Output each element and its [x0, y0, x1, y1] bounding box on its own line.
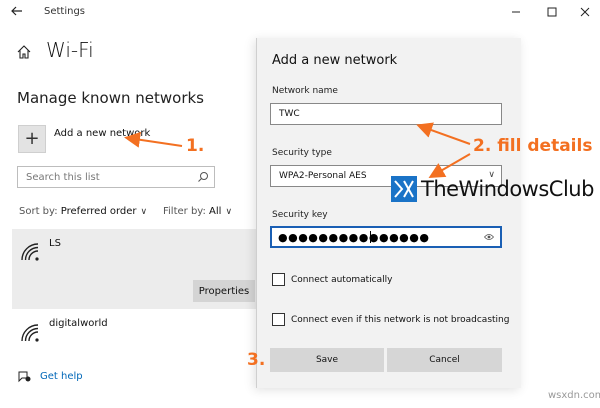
- annotation-step1: 1.: [186, 136, 205, 156]
- properties-button[interactable]: Properties: [193, 280, 255, 302]
- watermark-site: wsxdn.com: [548, 390, 600, 401]
- network-name-value: TWC: [279, 109, 300, 119]
- wifi-icon: [21, 243, 39, 261]
- network-name[interactable]: digitalworld: [49, 318, 108, 329]
- watermark-brand: TheWindowsClub: [421, 177, 594, 201]
- network-name-label: Network name: [272, 86, 338, 96]
- get-help-link[interactable]: Get help: [40, 371, 83, 382]
- network-name: LS: [49, 238, 61, 249]
- home-icon[interactable]: [16, 44, 32, 60]
- security-type-value: WPA2-Personal AES: [279, 171, 367, 181]
- add-network-dialog: [256, 38, 521, 388]
- security-key-label: Security key: [272, 210, 328, 220]
- maximize-icon[interactable]: [545, 5, 559, 19]
- wifi-icon: [21, 324, 39, 342]
- title-bar: [0, 0, 600, 24]
- thewindowsclub-logo-icon: [391, 176, 417, 202]
- connect-not-broadcasting-checkbox[interactable]: [272, 313, 285, 326]
- back-arrow-icon[interactable]: [10, 4, 24, 18]
- connect-not-broadcasting-label: Connect even if this network is not broa…: [291, 315, 510, 325]
- chevron-down-icon: ∨: [225, 207, 233, 217]
- security-key-value: ●●●●●●●●●●●●●●●: [278, 231, 430, 244]
- close-icon[interactable]: [578, 5, 592, 19]
- annotation-step3: 3.: [247, 350, 266, 370]
- save-button[interactable]: Save: [270, 348, 384, 372]
- filter-label: Filter by:: [163, 206, 206, 217]
- page-title: Wi-Fi: [46, 38, 94, 62]
- sort-label: Sort by:: [19, 206, 58, 217]
- search-placeholder: Search this list: [26, 172, 100, 183]
- chevron-down-icon: ∨: [488, 170, 495, 180]
- security-key-field[interactable]: ●●●●●●●●●●●●●●●: [270, 226, 502, 248]
- section-title: Manage known networks: [17, 89, 204, 107]
- search-icon: [198, 172, 208, 182]
- help-chat-icon: [18, 371, 31, 383]
- cancel-button[interactable]: Cancel: [387, 348, 502, 372]
- reveal-password-icon[interactable]: [484, 233, 494, 241]
- filter-value: All: [209, 206, 222, 217]
- sort-dropdown[interactable]: Sort by: Preferred order∨: [19, 206, 147, 217]
- network-name-field[interactable]: TWC: [270, 103, 502, 125]
- add-network-button[interactable]: +: [18, 125, 46, 153]
- text-cursor: [370, 231, 371, 243]
- annotation-step2: 2. fill details: [473, 136, 593, 156]
- window-title: Settings: [44, 6, 86, 17]
- minimize-icon[interactable]: [509, 5, 523, 19]
- connect-automatically-label: Connect automatically: [291, 275, 393, 285]
- security-type-label: Security type: [272, 148, 332, 158]
- add-network-label[interactable]: Add a new network: [54, 128, 151, 139]
- chevron-down-icon: ∨: [140, 207, 148, 217]
- filter-dropdown[interactable]: Filter by: All∨: [163, 206, 232, 217]
- dialog-title: Add a new network: [272, 53, 398, 68]
- search-input[interactable]: Search this list: [17, 166, 215, 188]
- connect-automatically-checkbox[interactable]: [272, 273, 285, 286]
- plus-icon: +: [24, 128, 40, 149]
- sort-value: Preferred order: [60, 206, 137, 217]
